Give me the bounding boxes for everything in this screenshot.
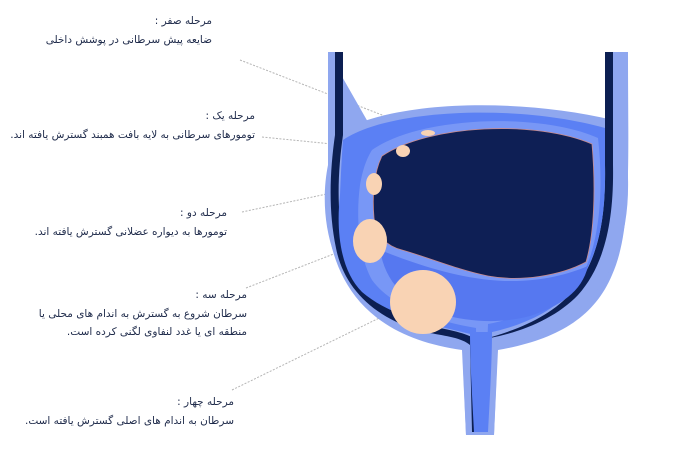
stage-4-description-line: سرطان به اندام های اصلی گسترش یافته است. <box>24 415 234 427</box>
stage-3-title: مرحله سه : <box>195 289 247 301</box>
stage-3-description-line-2: منطقه ای یا غدد لنفاوی لگنی کرده است. <box>66 326 247 338</box>
leader-line-stage-2 <box>241 184 370 213</box>
stage-2-description-line: تومورها به دیواره عضلانی گسترش یافته اند… <box>34 226 227 238</box>
stage-4-label: مرحله چهار : سرطان به اندام های اصلی گست… <box>25 395 234 430</box>
stage-3-description: سرطان شروع به گسترش به اندام های محلی یا… <box>39 305 247 341</box>
tumor-stage-0 <box>421 130 435 136</box>
stage-4-title: مرحله چهار : <box>177 396 234 408</box>
stage-4-description: سرطان به اندام های اصلی گسترش یافته است. <box>25 412 234 430</box>
stage-1-label: مرحله یک : تومورهای سرطانی به لایه بافت … <box>10 109 255 144</box>
stage-2-title: مرحله دو : <box>180 207 227 219</box>
stage-0-description: ضایعه پیش سرطانی در پوشش داخلی <box>46 31 212 49</box>
stage-1-title: مرحله یک : <box>205 110 255 122</box>
stage-0-label: مرحله صفر : ضایعه پیش سرطانی در پوشش داخ… <box>46 14 212 49</box>
stage-2-label: مرحله دو : تومورها به دیواره عضلانی گستر… <box>35 206 227 241</box>
tumor-stage-2 <box>366 173 382 195</box>
stage-3-description-line-1: سرطان شروع به گسترش به اندام های محلی یا <box>38 308 247 320</box>
stage-3-label: مرحله سه : سرطان شروع به گسترش به اندام … <box>39 288 247 341</box>
stage-2-description: تومورها به دیواره عضلانی گسترش یافته اند… <box>35 223 227 241</box>
tumor-stage-3 <box>353 219 387 263</box>
stage-0-description-line: ضایعه پیش سرطانی در پوشش داخلی <box>45 34 212 46</box>
tumor-stage-4 <box>390 270 456 334</box>
stage-1-description: تومورهای سرطانی به لایه بافت همبند گسترش… <box>10 126 255 144</box>
stage-0-title: مرحله صفر : <box>154 15 212 27</box>
stage-1-description-line: تومورهای سرطانی به لایه بافت همبند گسترش… <box>10 129 255 141</box>
tumors <box>353 130 456 334</box>
tumor-stage-1 <box>396 145 410 157</box>
leader-line-stage-4 <box>231 301 413 391</box>
urethra <box>470 332 492 432</box>
